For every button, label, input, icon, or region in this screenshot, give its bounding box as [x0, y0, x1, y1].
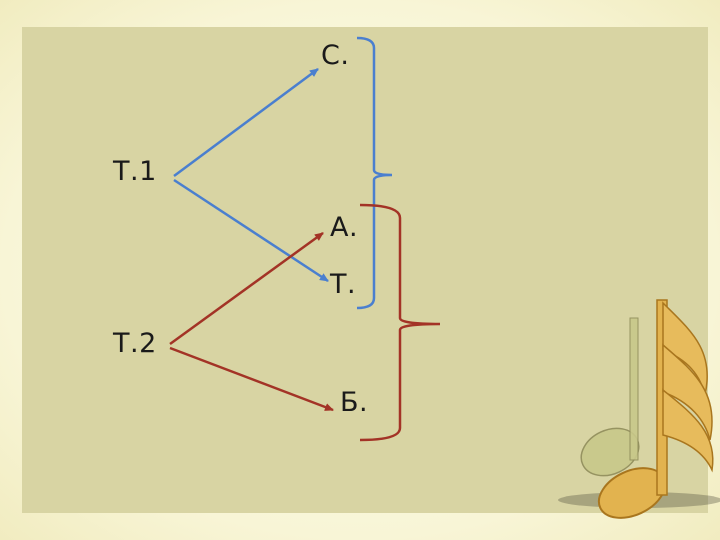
node-a: А. — [330, 212, 359, 243]
node-t1: Т.1 — [113, 156, 157, 187]
node-b: Б. — [340, 387, 369, 418]
node-t: Т. — [330, 269, 357, 300]
arrow-t2-to-b — [169, 346, 334, 412]
arrow-t1-to-t — [173, 178, 329, 283]
bracket-red — [359, 203, 441, 442]
content-panel — [22, 27, 708, 513]
arrow-t1-to-c — [173, 67, 319, 178]
bracket-blue — [356, 36, 393, 310]
node-t2: Т.2 — [113, 328, 157, 359]
node-c: С. — [321, 40, 350, 71]
music-note-icon — [558, 299, 720, 519]
arrow-t2-to-a — [169, 231, 324, 346]
